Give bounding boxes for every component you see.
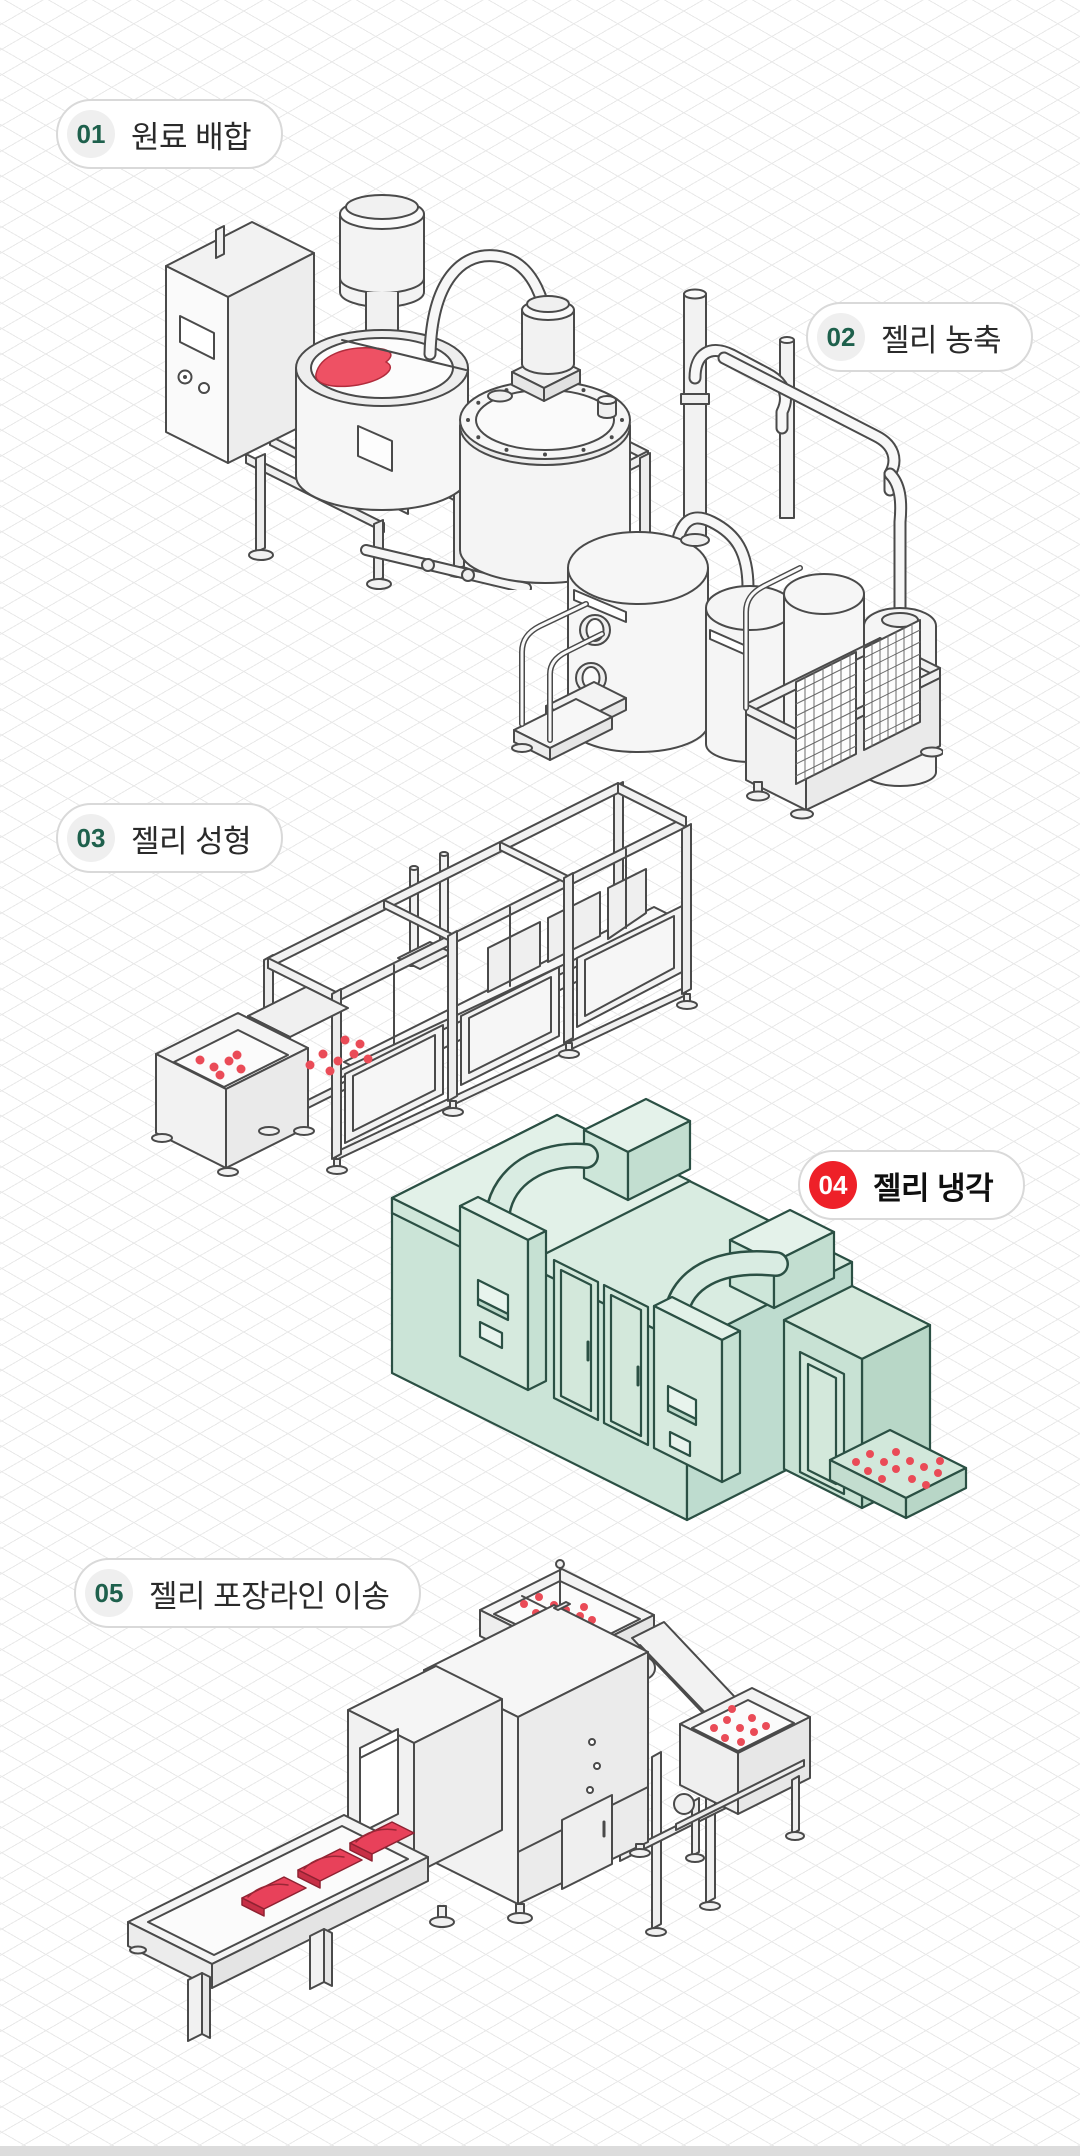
machine-illustration-packaging-transfer (127, 1559, 811, 2042)
step-number-badge: 05 (85, 1569, 133, 1617)
bottom-edge-strip (0, 2146, 1080, 2156)
step-pill-jelly-concentration: 02 젤리 농축 (806, 302, 1034, 372)
step-pill-jelly-forming: 03 젤리 성형 (56, 803, 284, 873)
machine-illustration-raw-material-mixing (165, 194, 658, 590)
machine-illustration-jelly-forming (151, 781, 698, 1177)
step-number-badge: 01 (67, 110, 115, 158)
step-pill-packaging-transfer: 05 젤리 포장라인 이송 (74, 1558, 422, 1628)
step-pill-jelly-cooling: 04 젤리 냉각 (798, 1150, 1026, 1220)
step-label: 젤리 포장라인 이송 (149, 1578, 390, 1614)
step-label: 원료 배합 (131, 119, 252, 155)
step-pill-raw-material-mixing: 01 원료 배합 (56, 99, 284, 169)
step-label: 젤리 농축 (881, 322, 1002, 358)
machine-illustration-jelly-cooling (390, 1097, 968, 1522)
step-number-badge: 04 (809, 1161, 857, 1209)
machine-illustration-jelly-concentration (511, 288, 943, 820)
step-label: 젤리 냉각 (873, 1170, 994, 1206)
step-label: 젤리 성형 (131, 823, 252, 859)
step-number-badge: 03 (67, 814, 115, 862)
step-number-badge: 02 (817, 313, 865, 361)
